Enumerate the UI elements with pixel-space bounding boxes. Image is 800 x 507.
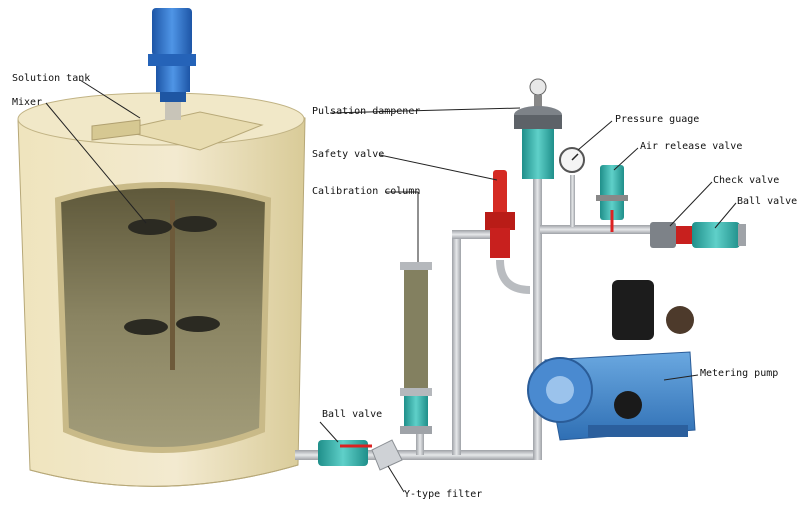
leader-lines [45,79,737,493]
outlet-valves [650,222,746,248]
label-safety-valve: Safety valve [312,149,385,160]
calibration-column [400,262,432,434]
label-ball-valve-right: Ball valve [737,196,798,207]
label-calibration-column: Calibration column [312,186,421,197]
label-y-type-filter: Y-type filter [404,489,483,500]
label-pulsation-dampener: Pulsation dampener [312,106,421,117]
label-pressure-gauge: Pressure guage [615,114,700,125]
label-ball-valve-left: Ball valve [322,409,383,420]
label-metering-pump: Metering pump [700,368,779,379]
label-solution-tank: Solution tank [12,73,91,84]
label-air-release-valve: Air release valve [640,141,743,152]
pulsation-dampener [514,78,562,179]
pressure-gauge [559,147,585,173]
solution-tank [17,92,306,487]
safety-valve [485,170,515,258]
label-check-valve: Check valve [713,175,780,186]
mixer [124,200,220,370]
label-mixer: Mixer [12,97,43,108]
inlet-valves [318,439,403,471]
mixer-motor [148,8,196,120]
air-release-valve [596,165,628,232]
metering-pump [527,280,696,441]
